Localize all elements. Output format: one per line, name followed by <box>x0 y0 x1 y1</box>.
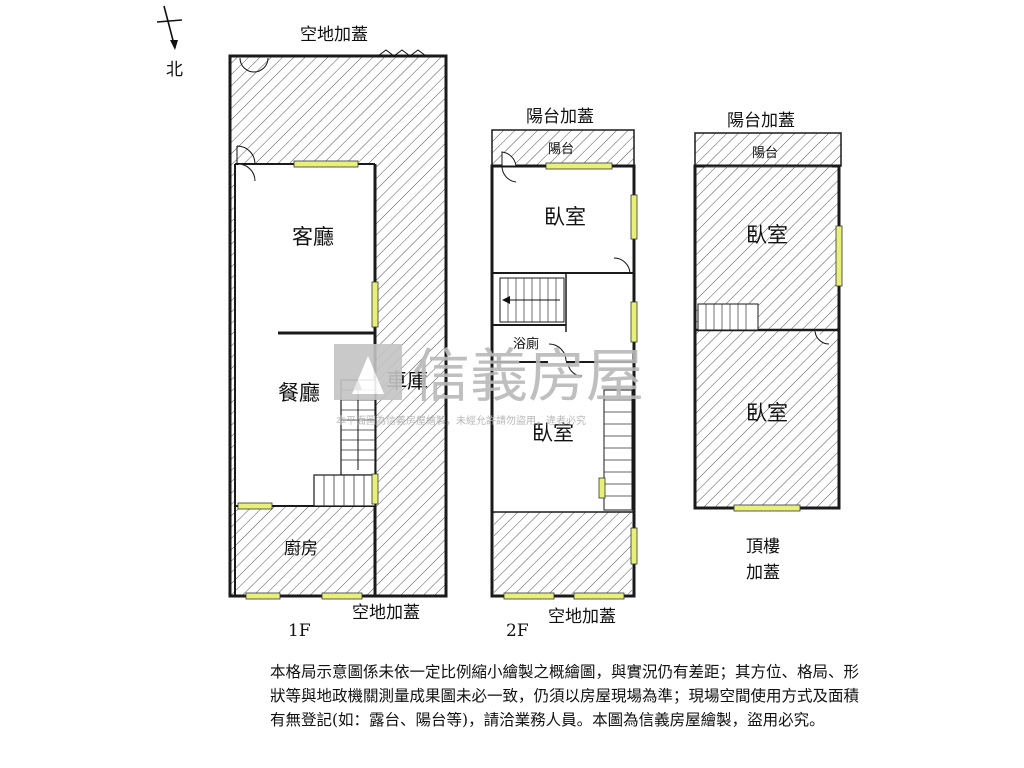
floor-2-label: 2F <box>506 621 529 641</box>
floor-roof-label-line1: 頂樓 <box>746 537 780 557</box>
floor-1-windows <box>237 160 379 600</box>
watermark: 信義房屋 本平面圖為信義房屋繪製，未經允許請勿盜用，違者必究 <box>334 342 644 427</box>
room-bedroom-2f-rear: 臥室 <box>532 421 574 445</box>
roof-windows <box>733 225 843 512</box>
floor-roof-label-line2: 加蓋 <box>746 563 780 583</box>
floor-1-doors <box>236 49 427 182</box>
floor-2-plan: 陽台 臥室 浴廁 臥室 陽台加蓋 空地加蓋 2F <box>490 107 638 641</box>
room-balcony-2f: 陽台 <box>548 142 574 157</box>
north-label: 北 <box>166 60 183 80</box>
north-arrow-icon <box>156 5 183 50</box>
room-kitchen: 廚房 <box>284 538 318 559</box>
floor-1-top-note: 空地加蓋 <box>300 25 368 45</box>
roof-addition-hatch <box>695 166 839 508</box>
room-living: 客廳 <box>292 225 334 249</box>
floor-roof-top-note: 陽台加蓋 <box>727 111 795 131</box>
floor-roof-plan: 陽台 臥室 臥室 陽台加蓋 頂樓 加蓋 <box>693 111 843 583</box>
floor-2-stairs <box>499 277 633 511</box>
floor-1-bottom-note: 空地加蓋 <box>352 603 420 623</box>
watermark-subtext: 本平面圖為信義房屋繪製，未經允許請勿盜用，違者必究 <box>336 414 586 427</box>
floor-2-bottom-note: 空地加蓋 <box>548 607 616 627</box>
room-balcony-roof: 陽台 <box>752 146 778 161</box>
floor-2-windows <box>503 162 638 600</box>
roof-doors <box>705 166 832 345</box>
floor-2-doors <box>501 151 631 377</box>
floor-1-label: 1F <box>288 621 311 641</box>
brand-logo-icon <box>334 344 402 400</box>
floor-1-plan: 客廳 餐廳 車庫 廚房 空地加蓋 空地加蓋 1F <box>228 25 448 641</box>
room-bedroom-roof-front: 臥室 <box>746 223 788 247</box>
floor-2-balcony-hatch <box>492 130 634 166</box>
disclaimer-notice: 本格局示意圖係未依一定比例縮小繪製之概繪圖，與實況仍有差距；其方位、格局、形狀等… <box>270 663 860 729</box>
compass: 北 <box>156 5 183 80</box>
room-bedroom-2f-front: 臥室 <box>544 205 586 229</box>
roof-stairs <box>697 303 759 331</box>
floor-2-addition-hatch <box>494 512 632 594</box>
room-bathroom-2f: 浴廁 <box>513 336 539 352</box>
roof-balcony-hatch <box>695 133 841 166</box>
room-bedroom-roof-rear: 臥室 <box>746 401 788 425</box>
watermark-brand: 信義房屋 <box>412 342 644 410</box>
floor-2-top-note: 陽台加蓋 <box>526 107 594 127</box>
room-dining: 餐廳 <box>278 381 320 405</box>
